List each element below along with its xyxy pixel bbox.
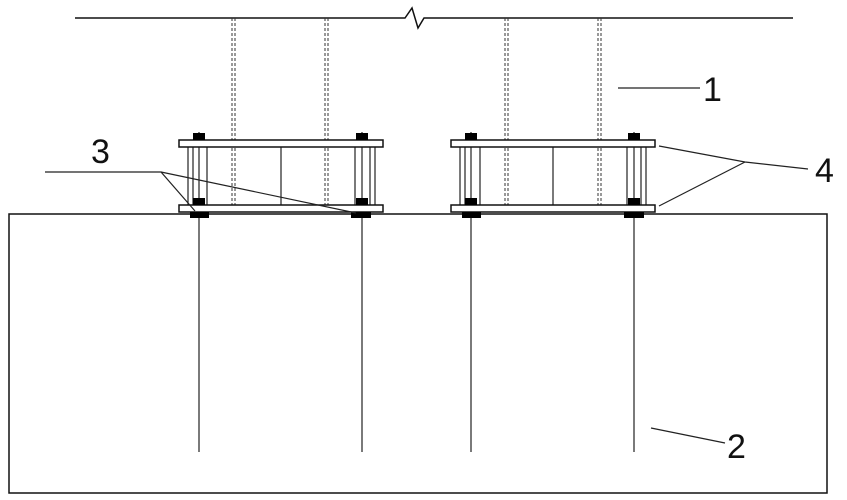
nut <box>628 133 640 140</box>
left-top-plate <box>178 139 384 148</box>
nut <box>628 198 640 205</box>
label-3: 3 <box>91 133 110 171</box>
nut <box>624 212 644 218</box>
nut <box>193 198 205 205</box>
nut <box>465 133 477 140</box>
left-bottom-plate <box>178 204 384 213</box>
right-frame <box>450 132 656 452</box>
leader-lines <box>45 87 809 444</box>
nut <box>356 133 368 140</box>
left-frame <box>178 132 384 452</box>
right-column <box>504 18 602 205</box>
foundation-block <box>8 213 828 494</box>
label-2: 2 <box>727 428 746 466</box>
nut <box>465 198 477 205</box>
nut <box>462 212 481 218</box>
nut <box>190 212 209 218</box>
right-top-plate <box>450 139 656 148</box>
right-bottom-plate <box>450 204 656 213</box>
nut <box>193 133 205 140</box>
nut <box>356 198 368 205</box>
nut <box>351 212 371 218</box>
label-1: 1 <box>703 71 722 109</box>
left-column <box>231 18 329 205</box>
label-4: 4 <box>815 152 834 190</box>
top-beam-line <box>75 6 793 30</box>
